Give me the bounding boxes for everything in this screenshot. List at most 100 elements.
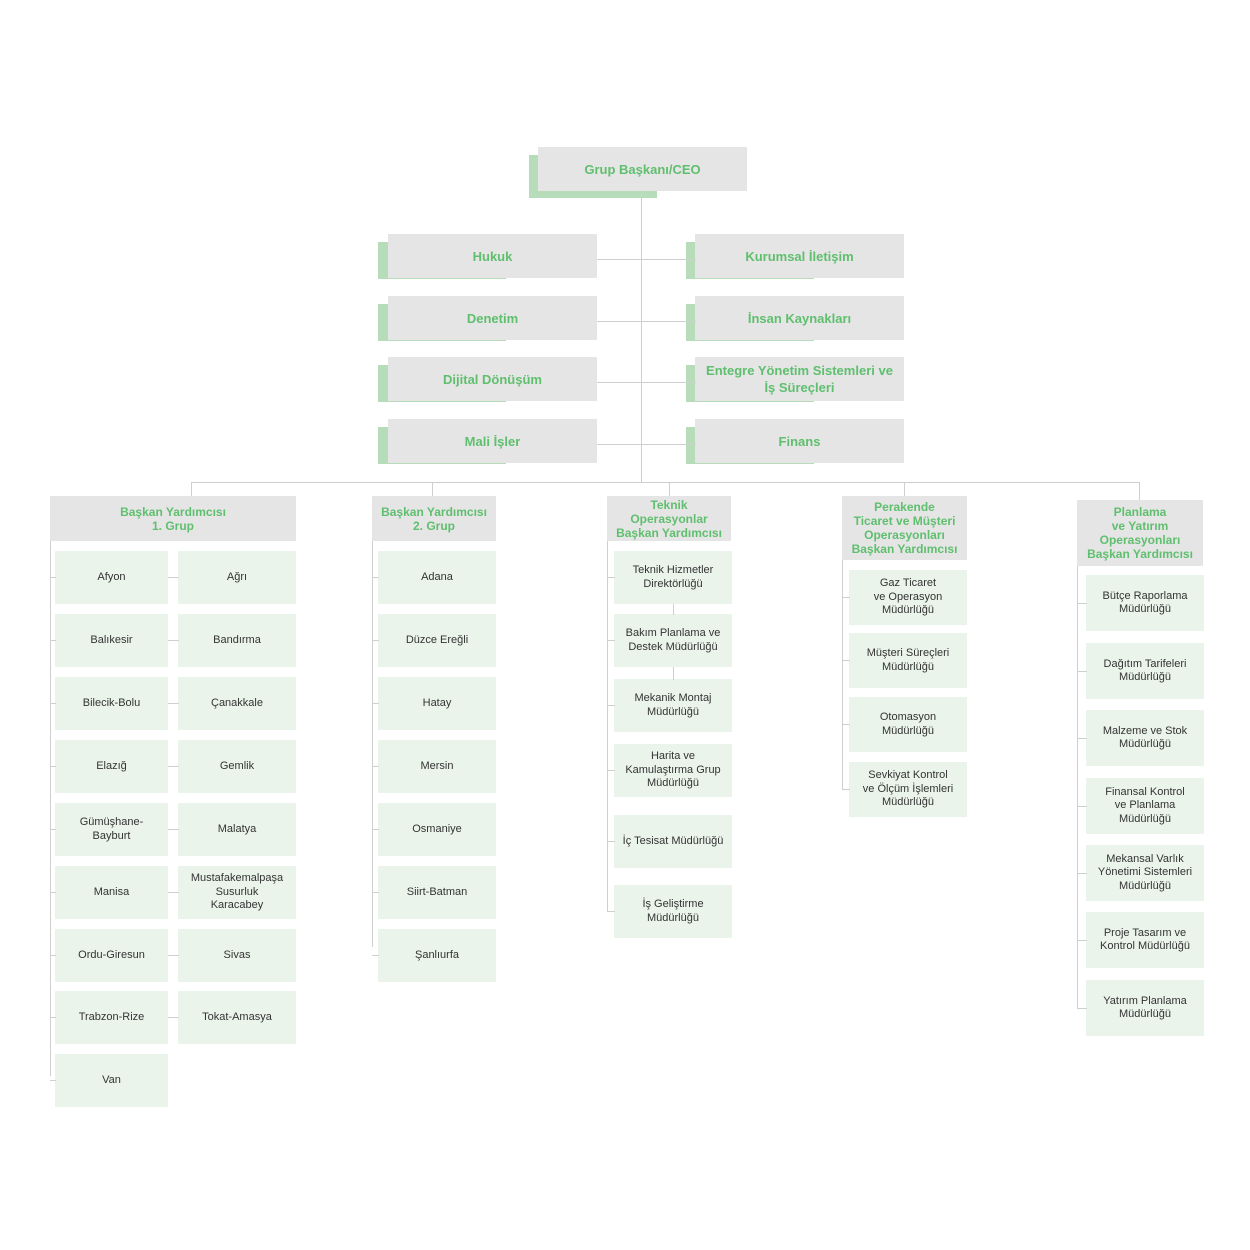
unit-box: Teknik Hizmetler Direktörlüğü xyxy=(614,551,732,604)
unit-box: Bakım Planlama ve Destek Müdürlüğü xyxy=(614,614,732,667)
unit-box: Mekanik Montaj Müdürlüğü xyxy=(614,679,732,732)
unit-box: Mustafakemalpaşa Susurluk Karacabey xyxy=(178,866,296,919)
unit-connector-line xyxy=(1077,738,1087,739)
unit-box: Tokat-Amasya xyxy=(178,991,296,1044)
unit-connector-line xyxy=(1077,873,1087,874)
staff-box-right-1: İnsan Kaynakları xyxy=(695,296,904,340)
unit-box: Sivas xyxy=(178,929,296,982)
vp-head-3: Perakende Ticaret ve Müşteri Operasyonla… xyxy=(842,496,967,560)
unit-connector-line xyxy=(50,1017,56,1018)
unit-connector-line xyxy=(50,577,56,578)
unit-connector-line xyxy=(168,1017,179,1018)
unit-connector-line xyxy=(168,703,179,704)
ceo-trunk-line xyxy=(641,191,642,445)
unit-box: Dağıtım Tarifeleri Müdürlüğü xyxy=(1086,643,1204,699)
unit-box: Şanlıurfa xyxy=(378,929,496,982)
unit-connector-line xyxy=(607,911,615,912)
unit-connector-line xyxy=(607,577,615,578)
unit-box: Malzeme ve Stok Müdürlüğü xyxy=(1086,710,1204,766)
unit-connector-line xyxy=(842,597,850,598)
staff-connector-left xyxy=(597,444,642,445)
unit-box: İş Geliştirme Müdürlüğü xyxy=(614,885,732,938)
unit-box: Bilecik-Bolu xyxy=(55,677,168,730)
unit-connector-line xyxy=(168,955,179,956)
unit-box: Bandırma xyxy=(178,614,296,667)
unit-connector-line xyxy=(372,955,379,956)
unit-box: Çanakkale xyxy=(178,677,296,730)
unit-box: Balıkesir xyxy=(55,614,168,667)
unit-box: Gümüşhane- Bayburt xyxy=(55,803,168,856)
unit-connector-line xyxy=(607,705,615,706)
staff-box-right-0: Kurumsal İletişim xyxy=(695,234,904,278)
staff-connector-left xyxy=(597,321,642,322)
unit-connector-line xyxy=(842,789,850,790)
unit-connector-line xyxy=(372,640,379,641)
unit-connector-line xyxy=(1077,806,1087,807)
unit-box: Proje Tasarım ve Kontrol Müdürlüğü xyxy=(1086,912,1204,968)
unit-box: Adana xyxy=(378,551,496,604)
vp-drop-line xyxy=(1139,482,1140,501)
vp-head-2: Teknik Operasyonlar Başkan Yardımcısı xyxy=(607,496,731,541)
staff-connector-right xyxy=(641,321,696,322)
staff-connector-right xyxy=(641,382,696,383)
column-spine-line xyxy=(842,560,843,790)
unit-box: Gaz Ticaret ve Operasyon Müdürlüğü xyxy=(849,570,967,625)
unit-connector-line xyxy=(168,829,179,830)
unit-connector-line xyxy=(607,640,615,641)
unit-box: Mersin xyxy=(378,740,496,793)
unit-box: Finansal Kontrol ve Planlama Müdürlüğü xyxy=(1086,778,1204,834)
unit-connector-line xyxy=(372,766,379,767)
staff-box-right-2: Entegre Yönetim Sistemleri ve İş Süreçle… xyxy=(695,357,904,401)
staff-connector-right xyxy=(641,259,696,260)
staff-connector-left xyxy=(597,382,642,383)
staff-box-right-3: Finans xyxy=(695,419,904,463)
unit-connector-line xyxy=(372,703,379,704)
vp-head-4: Planlama ve Yatırım Operasyonları Başkan… xyxy=(1077,500,1203,566)
column-spine-line xyxy=(1077,566,1078,1008)
inner-connector-line xyxy=(673,667,674,680)
unit-connector-line xyxy=(1077,603,1087,604)
unit-box: Hatay xyxy=(378,677,496,730)
vp-drop-line xyxy=(669,482,670,497)
inner-connector-line xyxy=(673,604,674,615)
unit-box: Düzce Ereğli xyxy=(378,614,496,667)
unit-box: Müşteri Süreçleri Müdürlüğü xyxy=(849,633,967,688)
unit-connector-line xyxy=(50,640,56,641)
staff-connector-left xyxy=(597,259,642,260)
staff-box-left-3: Mali İşler xyxy=(388,419,597,463)
unit-box: Bütçe Raporlama Müdürlüğü xyxy=(1086,575,1204,631)
staff-box-left-0: Hukuk xyxy=(388,234,597,278)
vp-head-1: Başkan Yardımcısı 2. Grup xyxy=(372,496,496,541)
vp-drop-line xyxy=(432,482,433,497)
unit-box: Afyon xyxy=(55,551,168,604)
staff-box-left-2: Dijital Dönüşüm xyxy=(388,357,597,401)
unit-connector-line xyxy=(50,829,56,830)
column-spine-line xyxy=(372,541,373,947)
unit-connector-line xyxy=(372,892,379,893)
vp-drop-line xyxy=(904,482,905,497)
unit-connector-line xyxy=(50,1080,56,1081)
unit-connector-line xyxy=(168,892,179,893)
unit-box: Elazığ xyxy=(55,740,168,793)
unit-box: Sevkiyat Kontrol ve Ölçüm İşlemleri Müdü… xyxy=(849,762,967,817)
unit-connector-line xyxy=(842,660,850,661)
unit-box: Harita ve Kamulaştırma Grup Müdürlüğü xyxy=(614,744,732,797)
unit-box: Mekansal Varlık Yönetimi Sistemleri Müdü… xyxy=(1086,845,1204,901)
unit-connector-line xyxy=(50,955,56,956)
unit-box: Yatırım Planlama Müdürlüğü xyxy=(1086,980,1204,1036)
unit-box: Ağrı xyxy=(178,551,296,604)
unit-connector-line xyxy=(842,724,850,725)
unit-box: Osmaniye xyxy=(378,803,496,856)
unit-connector-line xyxy=(168,577,179,578)
unit-connector-line xyxy=(372,577,379,578)
unit-box: İç Tesisat Müdürlüğü xyxy=(614,815,732,868)
unit-connector-line xyxy=(607,841,615,842)
unit-connector-line xyxy=(50,703,56,704)
unit-connector-line xyxy=(1077,940,1087,941)
unit-connector-line xyxy=(50,892,56,893)
unit-connector-line xyxy=(50,766,56,767)
bus-drop-line xyxy=(641,444,642,483)
staff-box-left-1: Denetim xyxy=(388,296,597,340)
column-spine-line xyxy=(607,541,608,911)
